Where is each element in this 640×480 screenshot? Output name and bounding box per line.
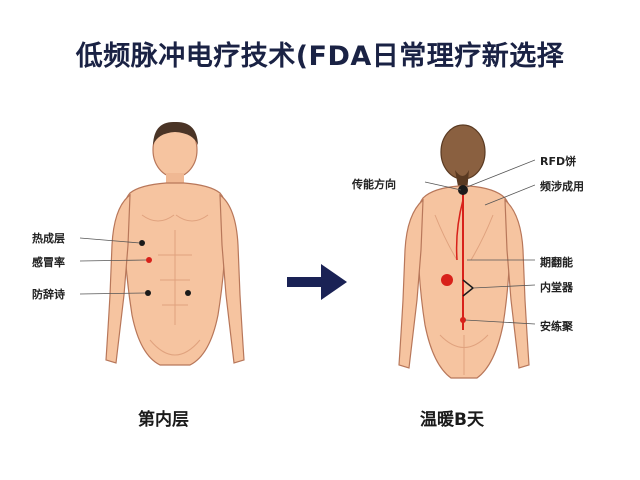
back-node-top	[458, 185, 468, 195]
front-label-1: 热成层	[32, 232, 65, 245]
back-label-right-3: 期翻能	[540, 256, 573, 269]
back-body-figure	[398, 124, 535, 379]
front-node-3	[145, 290, 151, 296]
back-head	[440, 124, 486, 192]
front-left-arm	[105, 193, 131, 364]
front-right-arm	[219, 193, 245, 364]
front-leader-2	[80, 259, 147, 262]
front-node-4	[185, 290, 191, 296]
back-label-right-5: 安练聚	[540, 320, 573, 333]
front-head	[152, 121, 198, 187]
back-leader-left	[424, 181, 462, 191]
back-label-right-2: 频涉成用	[540, 180, 584, 193]
front-muscle-lines	[141, 214, 209, 356]
front-node-2	[146, 257, 152, 263]
page-title: 低频脉冲电疗技术(FDA日常理疗新选择	[75, 41, 565, 72]
back-node-red	[441, 274, 453, 286]
back-muscle-lines	[434, 214, 494, 375]
back-label-right-1: RFD饼	[540, 155, 577, 168]
back-left-arm	[398, 198, 424, 369]
back-label-right-4: 内堂器	[540, 281, 573, 294]
nerve-branch	[455, 199, 464, 261]
back-leader-r2	[484, 184, 535, 206]
front-label-2: 感冒率	[32, 256, 65, 269]
front-caption: 第内层	[138, 410, 189, 430]
back-node-lower	[460, 317, 466, 323]
back-leader-r4	[472, 284, 535, 289]
back-leader-r1	[466, 159, 535, 188]
back-right-arm	[504, 198, 530, 369]
front-body-figure	[80, 121, 245, 366]
back-leader-r5	[464, 319, 535, 325]
front-label-3: 防辞诗	[32, 288, 65, 301]
front-leader-1	[80, 237, 141, 244]
back-label-left: 传能方向	[352, 178, 396, 191]
right-arrow-icon	[287, 264, 347, 300]
front-leader-3	[80, 292, 146, 295]
front-node-1	[139, 240, 145, 246]
back-caption: 温暖B天	[420, 410, 484, 430]
